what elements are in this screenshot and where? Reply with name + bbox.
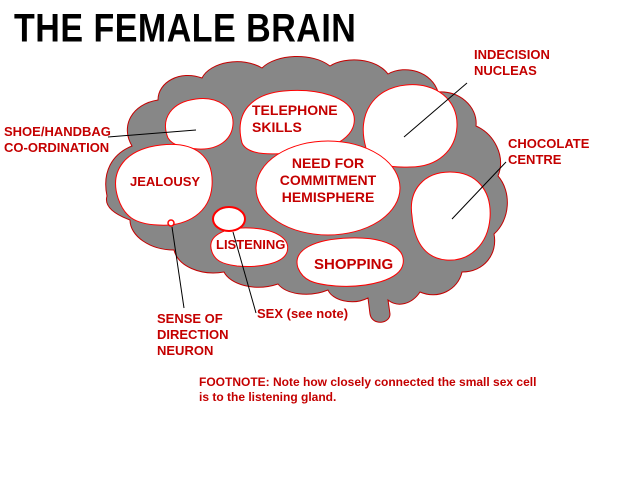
indecision-nucleas-label: INDECISION NUCLEAS: [474, 47, 550, 78]
sex-cell-region: [212, 206, 246, 232]
shoe-handbag-pointer-line: [107, 129, 197, 138]
sex-label: SEX (see note): [257, 306, 349, 321]
sex-pointer-line: [232, 231, 257, 314]
chocolate-centre-label: CHOCOLATE CENTRE: [508, 136, 590, 167]
indecision-pointer-line: [403, 82, 468, 138]
chocolate-centre-region: [410, 171, 491, 261]
page-title: THE FEMALE BRAIN: [14, 6, 357, 51]
shopping-region: [296, 237, 404, 287]
indecision-nucleas-region: [362, 84, 458, 168]
sense-of-direction-neuron-dot: [167, 219, 175, 227]
sense-of-direction-label: SENSE OF DIRECTION NEURON: [157, 311, 229, 358]
shopping-label: SHOPPING: [314, 256, 394, 273]
jealousy-label: JEALOUSY: [130, 174, 201, 189]
footnote-text: FOOTNOTE: Note how closely connected the…: [199, 375, 537, 404]
shoe-handbag-region: [165, 98, 234, 150]
chocolate-pointer-line: [451, 161, 507, 220]
need-for-commitment-label: NEED FOR COMMITMENT HEMISPHERE: [279, 155, 377, 205]
shoe-handbag-label: SHOE/HANDBAG CO-ORDINATION: [4, 124, 111, 155]
direction-pointer-line: [171, 226, 185, 309]
listening-label: LISTENING: [216, 237, 286, 252]
jealousy-region: [115, 143, 213, 226]
need-for-commitment-region: [255, 140, 401, 236]
telephone-skills-label: TELEPHONE SKILLS: [252, 102, 338, 135]
